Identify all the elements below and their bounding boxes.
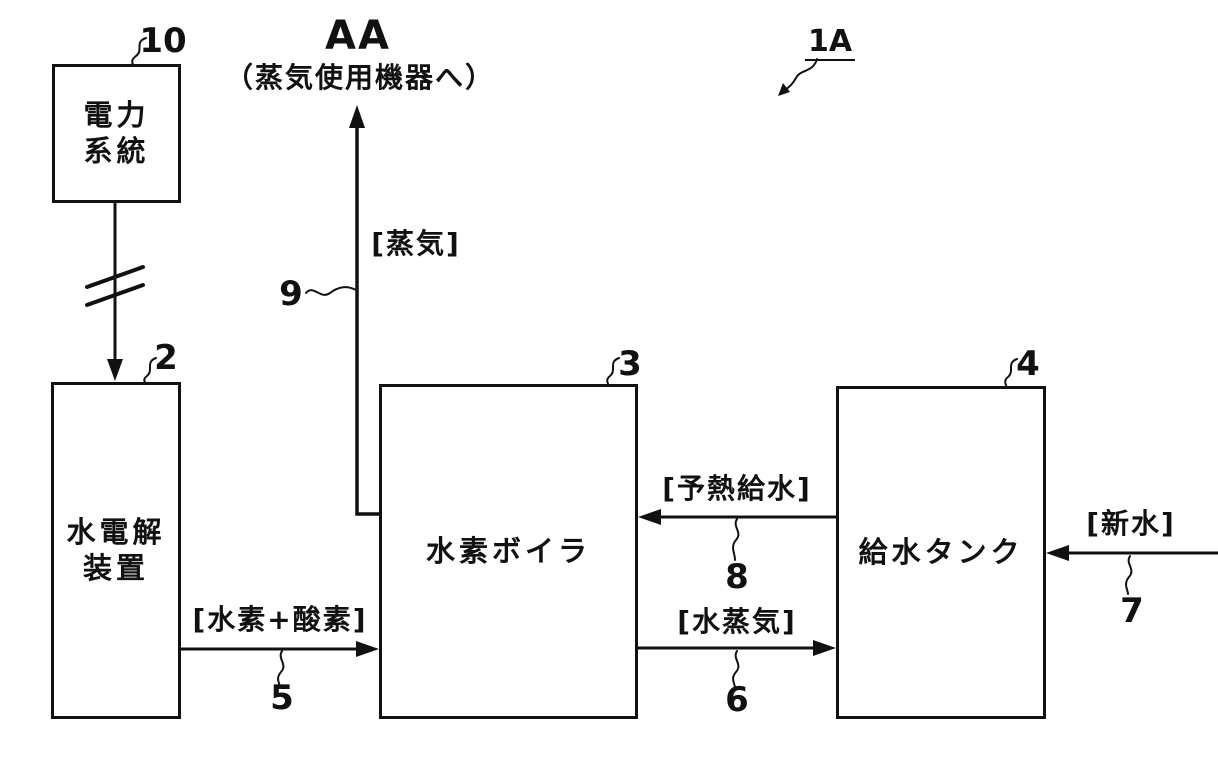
- ref-4-feed-tank: 4: [1016, 344, 1040, 384]
- hydrogen-oxygen-flow-label: [水素+酸素]: [192, 603, 368, 636]
- ref-2-electrolyzer: 2: [154, 338, 178, 378]
- steam-output-arrow: [349, 105, 380, 516]
- power-grid-label-line1: 電力: [83, 98, 150, 133]
- leader-2: [143, 357, 157, 385]
- ref-8-preheated-feedwater: 8: [725, 557, 749, 597]
- water-vapor-flow-label: [水蒸気]: [677, 605, 797, 638]
- electrolyzer-label-line1: 水電解: [66, 515, 166, 550]
- hydrogen-oxygen-arrow: [180, 641, 379, 657]
- feedwater-tank-box: 給水タンク: [836, 386, 1046, 719]
- leader-4: [1004, 358, 1018, 389]
- power-grid-box: 電力 系統: [52, 64, 181, 203]
- steam-flow-label: [蒸気]: [371, 227, 461, 260]
- boiler-label: 水素ボイラ: [425, 533, 591, 568]
- reference-leader-lines: [131, 37, 1133, 689]
- ref-6-water-vapor: 6: [725, 680, 749, 720]
- leader-10: [131, 37, 147, 66]
- fresh-water-flow-label: [新水]: [1086, 507, 1176, 540]
- figure-reference: 1A: [804, 27, 856, 61]
- feedwater-tank-label: 給水タンク: [858, 534, 1024, 569]
- leader-9: [305, 286, 357, 296]
- ref-9-steam: 9: [279, 274, 303, 314]
- boiler-box: 水素ボイラ: [379, 384, 638, 719]
- leader-6: [732, 650, 740, 689]
- leader-8: [732, 518, 740, 561]
- steam-destination-note: （蒸気使用機器へ）: [224, 61, 496, 94]
- ref-7-fresh-water: 7: [1120, 591, 1144, 631]
- water-vapor-arrow: [638, 640, 836, 656]
- line-break-slash: [85, 283, 145, 307]
- leader-7: [1125, 555, 1133, 595]
- electrolyzer-box: 水電解 装置: [51, 382, 181, 719]
- figure-pointer-arrow: [778, 58, 818, 96]
- power-to-electrolyzer-arrow: [85, 203, 145, 381]
- electrolyzer-label-line2: 装置: [82, 550, 149, 585]
- steam-destination-heading: AA: [325, 13, 391, 59]
- leader-5: [277, 650, 285, 689]
- ref-5-hydrogen-oxygen: 5: [270, 678, 294, 718]
- preheated-feedwater-flow-label: [予熱給水]: [662, 472, 812, 505]
- power-grid-label-line2: 系統: [83, 133, 150, 168]
- preheated-feedwater-arrow: [638, 509, 837, 525]
- ref-3-boiler: 3: [618, 344, 642, 384]
- fresh-water-arrow: [1046, 545, 1218, 561]
- leader-3: [606, 357, 620, 387]
- ref-10-power-grid: 10: [139, 21, 187, 61]
- line-break-slash: [85, 265, 145, 289]
